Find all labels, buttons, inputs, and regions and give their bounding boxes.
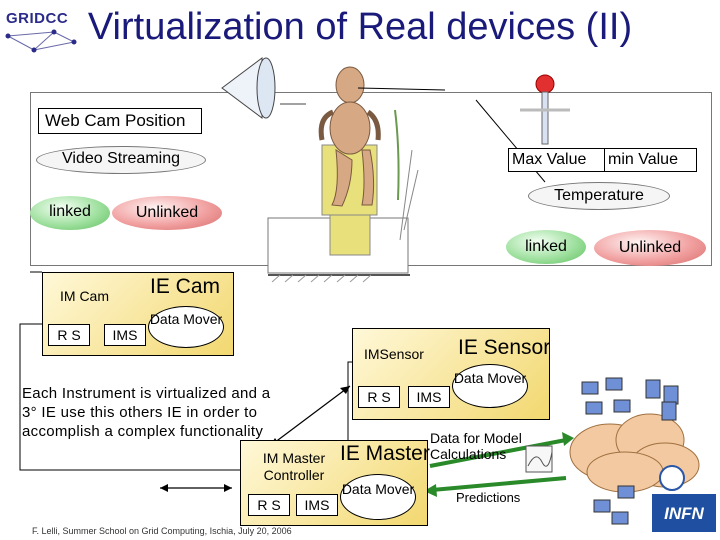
webcam-linked-state[interactable]: linked [30, 196, 110, 230]
ie-master-rs: R S [248, 494, 290, 516]
ie-master-ims: IMS [296, 494, 338, 516]
web-cam-position-field[interactable]: Web Cam Position [38, 108, 202, 134]
child-on-seat-illustration [267, 66, 419, 283]
im-sensor-label: IMSensor [364, 346, 424, 362]
ie-cam-ims: IMS [104, 324, 146, 346]
sensor-unlinked-state[interactable]: Unlinked [594, 230, 706, 266]
im-cam-label: IM Cam [60, 288, 109, 304]
data-for-model-label: Data for Model Calculations [430, 430, 522, 462]
gridcc-logo [4, 6, 104, 56]
computer-cluster-icon [581, 377, 679, 525]
ie-sensor-data-mover: Data Mover [452, 364, 528, 408]
ie-cam-data-mover: Data Mover [148, 306, 224, 348]
video-streaming-button[interactable]: Video Streaming [36, 146, 206, 174]
ie-master-title: IE Master [340, 442, 430, 465]
infn-logo-icon [652, 465, 716, 532]
grid-network-icon [5, 29, 77, 53]
ie-cam-rs: R S [48, 324, 90, 346]
camera-lens-icon [221, 57, 306, 119]
temperature-button[interactable]: Temperature [528, 182, 670, 210]
im-master-label: IM Master Controller [262, 450, 326, 483]
max-value-field[interactable]: Max Value [508, 148, 605, 172]
ie-master-data-mover: Data Mover [340, 474, 416, 520]
virtualization-note: Each Instrument is virtualized and a 3° … [22, 385, 271, 440]
ie-sensor-title: IE Sensor [458, 336, 551, 359]
ie-sensor-ims: IMS [408, 386, 450, 408]
webcam-unlinked-state[interactable]: Unlinked [112, 196, 222, 230]
ie-cam-title: IE Cam [150, 275, 221, 298]
chart-thumbnail-icon [525, 445, 553, 473]
logo-text: GRIDCC [6, 10, 69, 27]
thermometer-icon [520, 74, 570, 145]
ie-sensor-rs: R S [358, 386, 400, 408]
infn-logo-text: INFN [664, 504, 704, 523]
min-value-field[interactable]: min Value [604, 148, 697, 172]
predictions-label: Predictions [456, 490, 521, 505]
footer-citation: F. Lelli, Summer School on Grid Computin… [32, 526, 292, 536]
page-title: Virtualization of Real devices (II) [87, 6, 633, 48]
sensor-linked-state[interactable]: linked [506, 230, 586, 264]
